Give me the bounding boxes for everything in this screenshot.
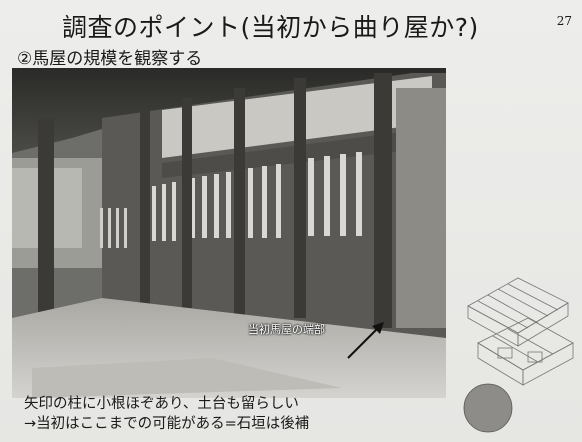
- page-number: 27: [556, 14, 572, 28]
- note-line: 矢印の柱に小根ほぞあり、土台も留らしい: [24, 396, 299, 412]
- notes: 矢印の柱に小根ほぞあり、土台も留らしい →当初はここまでの可能がある=石垣は後補: [24, 394, 444, 434]
- slide-title: 調査のポイント(当初から曲り屋か?): [62, 13, 479, 42]
- arrow-label: 当初馬屋の端部: [248, 323, 325, 336]
- stable-photo-image: [12, 68, 446, 398]
- note-line: →当初はここまでの可能がある=石垣は後補: [24, 416, 310, 432]
- stable-photo: 当初馬屋の端部: [12, 68, 446, 398]
- building-cutaway-drawing: [448, 248, 578, 438]
- slide-subtitle: ②馬屋の規模を観察する: [17, 49, 203, 69]
